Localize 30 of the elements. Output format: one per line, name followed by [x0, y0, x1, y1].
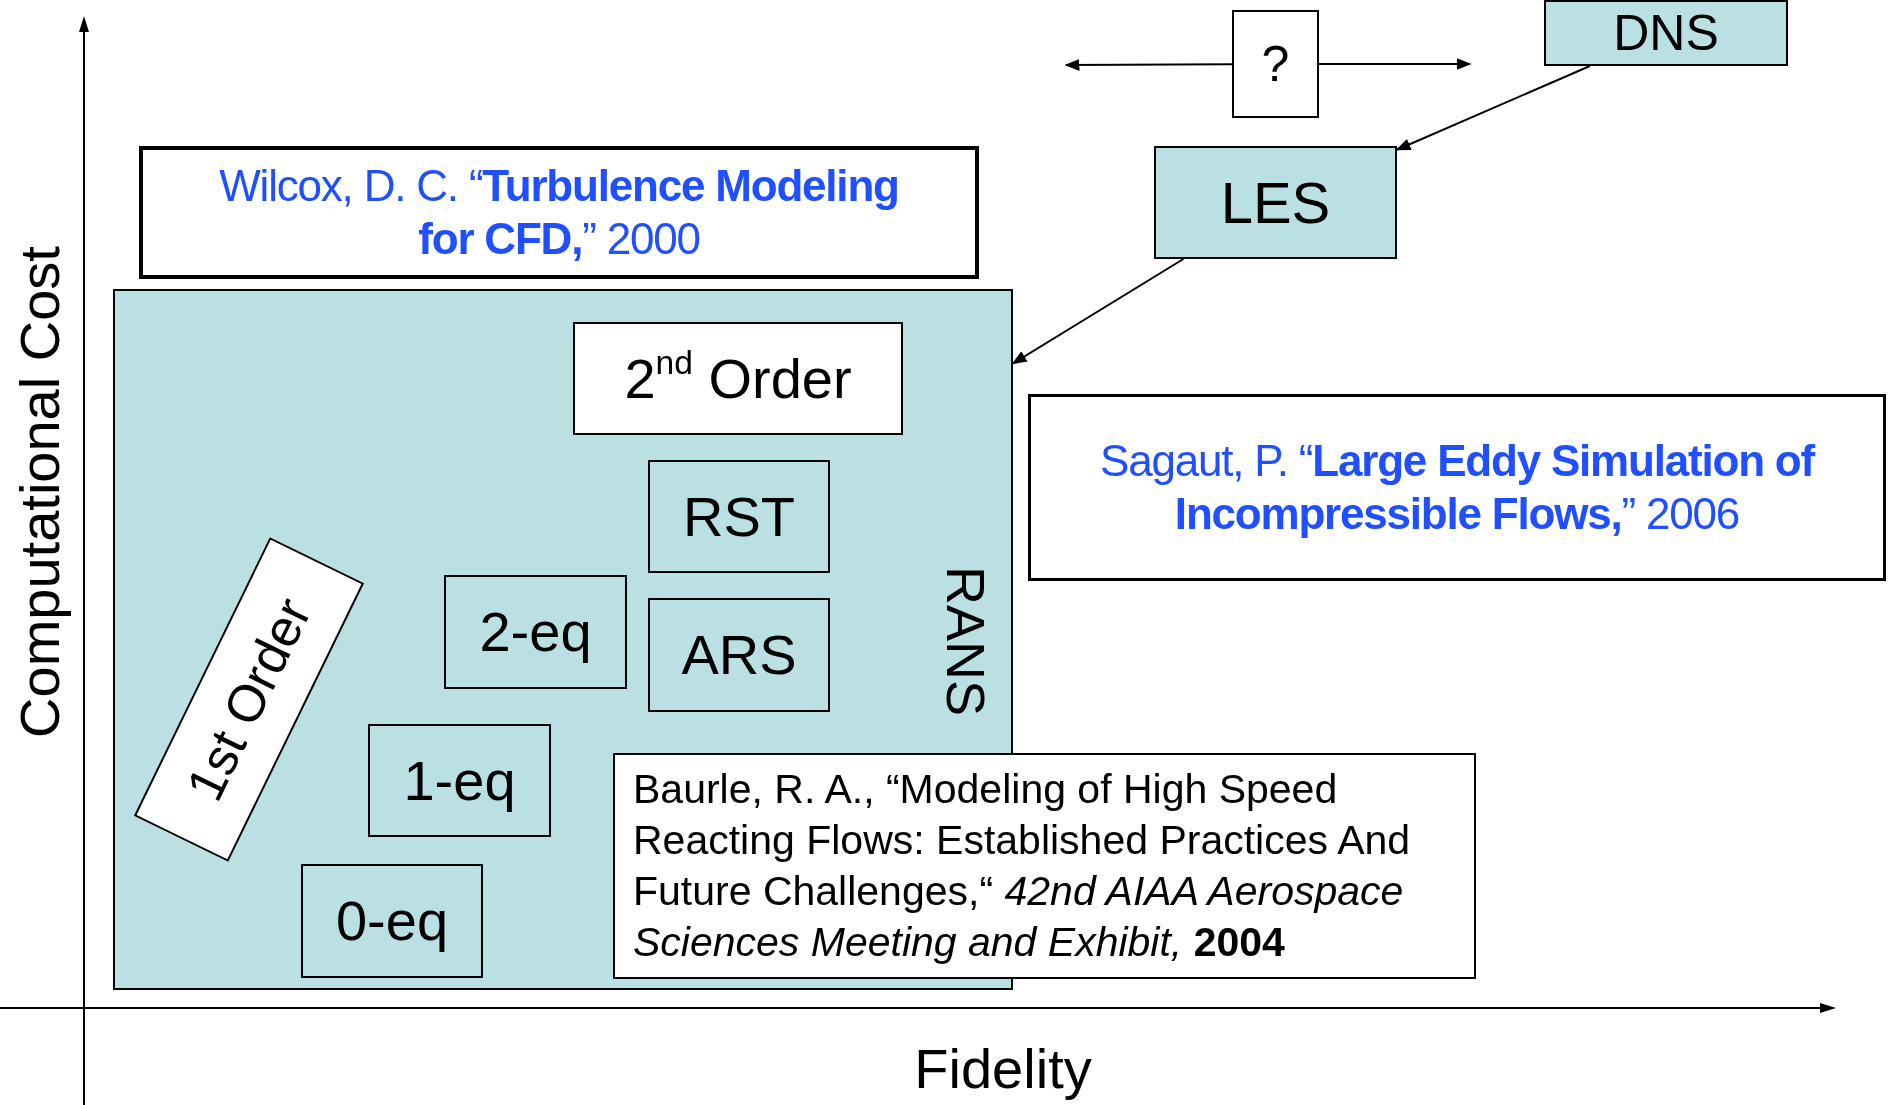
citation-box [613, 753, 1476, 979]
model-label: ARS [681, 624, 797, 686]
arrow [1064, 58, 1233, 71]
model-label: DNS [1613, 5, 1719, 61]
citation-box [139, 146, 979, 279]
axis-label: Fidelity [914, 1035, 1092, 1101]
model-box [648, 460, 830, 573]
model-label: 2$^{nd}$ Order [624, 347, 852, 410]
model-box [1544, 0, 1788, 66]
model-label: ? [1261, 36, 1290, 92]
model-label: 2-eq [479, 601, 592, 663]
model-box [648, 598, 830, 712]
model-box [368, 724, 551, 837]
model-label: 1-eq [403, 749, 516, 812]
model-box [444, 575, 627, 689]
question-box [1232, 10, 1319, 118]
axis-label: Computational Cost [6, 246, 72, 738]
arrow [1318, 58, 1472, 70]
citation-box [1028, 394, 1886, 581]
model-label: LES [1220, 170, 1331, 235]
group-label: RANS [935, 566, 997, 716]
model-box [1154, 146, 1397, 259]
model-label: 1st Order [175, 589, 323, 810]
citation-text: Baurle, R. A., “Modeling of High Speed Reacting Flows: Established Practices And Future Challenges,“ 42nd AIAA Aerospace Sciences Meeting and Exhibit, 2004 [633, 764, 1412, 968]
model-label: RST [683, 485, 795, 548]
citation-text: Wilcox, D. C. “Turbulence Modeling for CFD,” 2000 [218, 159, 900, 265]
model-box [573, 322, 903, 435]
model-box [301, 864, 483, 978]
citation-text: Sagaut, P. “Large Eddy Simulation of Incompressible Flows,” 2006 [1099, 434, 1816, 540]
model-label: 0-eq [335, 890, 449, 952]
